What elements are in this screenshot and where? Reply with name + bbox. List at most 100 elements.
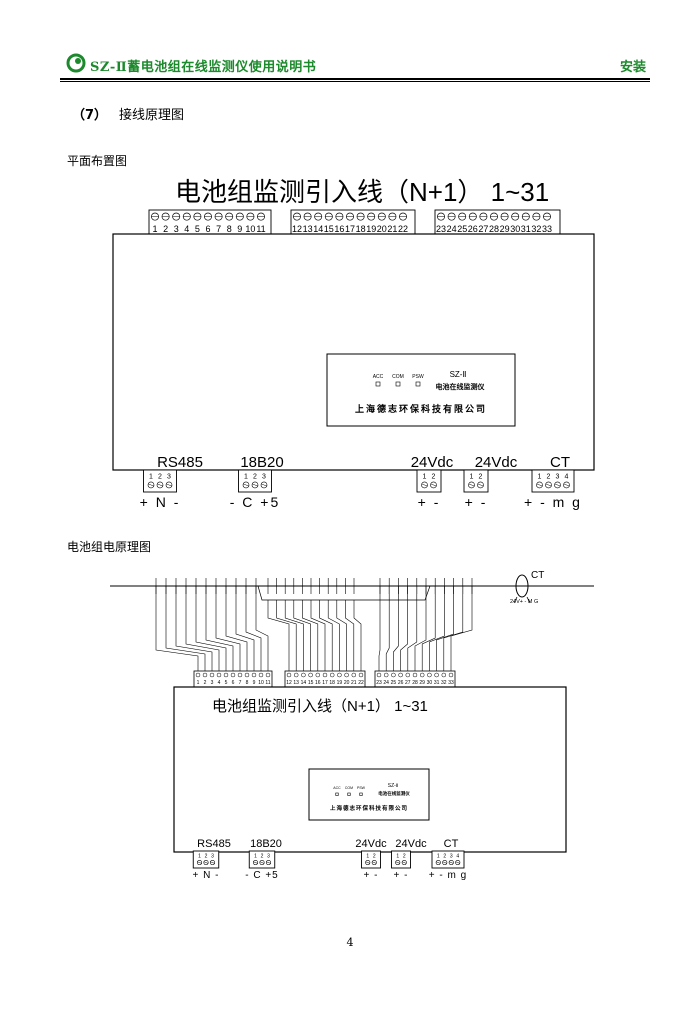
port-pin-number: 1 [198,853,201,859]
screw-slot [203,861,209,864]
schematic-terminal-screw-icon [216,672,222,678]
screw-slot [545,483,552,487]
port-pin-number: 3 [267,853,270,859]
port-pin-number: 3 [450,853,453,859]
sense-wire [245,586,262,671]
screw-slot [563,483,570,487]
port-signal-labels: + N - [193,870,220,881]
port-pin-number: 2 [373,853,376,859]
schematic-terminal-pin-number: 9 [253,680,256,686]
sense-wire [293,600,311,671]
port-pin-number: 1 [366,853,369,859]
sense-wires [155,578,473,671]
sense-wire [165,586,206,671]
terminal-pin-number: 30 [510,224,520,234]
port-label: 24Vdc [411,454,454,471]
port-pin-number: 2 [403,853,406,859]
sense-wire [225,586,248,671]
led-label: PSW [412,374,424,380]
sense-wire [327,600,340,671]
sense-wire [267,600,290,671]
schematic-terminal-screw-icon [434,672,439,678]
led-indicator-icon [335,792,339,796]
schematic-terminal-screw-icon [315,672,321,678]
header-rule [60,78,650,80]
terminal-pin-number: 12 [292,224,302,234]
terminal-pin-number: 10 [245,224,255,234]
port-pin-number: 4 [456,853,459,859]
port-pin-number: 2 [547,473,551,480]
terminal-pin-number: 11 [256,224,265,234]
device-name: 电池在线监测仪 [436,382,486,391]
port-pin-number: 2 [443,853,446,859]
company-name: 上海德志环保科技有限公司 [355,403,487,414]
schematic-terminal-screw-icon [258,672,264,678]
schematic-terminal-pin-number: 33 [448,680,454,686]
sense-wire [302,600,319,671]
schematic-terminal-screw-icon [383,672,389,678]
screw-slot [251,483,259,487]
port-pin-number: 1 [396,853,399,859]
middle-bus-connector [257,585,431,601]
schematic-terminal-screw-icon [391,672,396,678]
header-rule-thin [60,81,650,82]
terminal-pin-number: 6 [205,224,210,234]
terminal-pin-number: 22 [398,224,408,234]
layout-caption: 平面布置图 [67,154,128,168]
schematic-terminal-screw-icon [237,672,243,678]
schematic-terminal-pin-number: 8 [246,680,249,686]
schematic-caption: 电池组电原理图 [67,540,152,554]
sense-wire [255,586,269,671]
port-signal-labels: + - m g [429,870,467,881]
schematic-terminal-pin-number: 21 [351,680,357,686]
schematic-terminal-screw-icon [286,672,292,678]
schematic-terminal-pin-number: 29 [419,680,425,686]
schematic-terminal-pin-number: 27 [405,680,411,686]
page-header: SZ-Ⅱ蓄电池组在线监测仪使用说明书 安装 [60,48,650,82]
sense-wire [436,586,454,671]
sense-wire [400,586,408,671]
screw-slot [253,861,258,864]
device-box [112,233,595,471]
port-label: 18B20 [240,454,283,471]
screw-slot [455,861,461,864]
terminal-pin-number: 14 [313,224,323,234]
terminal-pin-number: 25 [457,224,467,234]
ct-wire-label: 24V+ - M G [510,599,538,605]
screw-slot [156,483,164,487]
screw-slot [266,861,271,864]
port-signal-labels: + - [394,870,409,881]
port-pin-number: 1 [437,853,440,859]
terminal-pin-number: 31 [521,224,531,234]
port-pin-number: 2 [253,473,257,480]
terminal-pin-number: 16 [334,224,344,234]
sense-wire [407,586,418,671]
sense-wire [235,586,255,671]
screw-slot [242,483,250,487]
port-pin-number: 3 [167,473,171,480]
port-signal-labels: + - [364,870,379,881]
sense-wire [310,600,326,671]
schematic-terminal-screw-icon [344,672,349,678]
port-pin-number: 2 [205,853,208,859]
screw-slot [421,483,428,487]
schematic-terminal-screw-icon [202,672,208,678]
screw-slot [147,483,155,487]
front-panel-frame [326,353,516,427]
schematic-device-name: 电池在线监测仪 [378,790,410,797]
schematic-terminal-screw-icon [337,672,342,678]
screw-slot [165,483,173,487]
screw-slot [554,483,561,487]
screw-slot [395,861,401,864]
port-pin-number: 3 [211,853,214,859]
port-label: CT [550,454,570,471]
led-label: ACC [333,786,341,790]
schematic-terminal-pin-number: 32 [441,680,447,686]
ct-sensor: CT 24V+ - M G [510,570,544,605]
schematic-terminal-pin-number: 1 [197,680,200,686]
schematic-terminal-pin-number: 22 [358,680,364,686]
port-signal-labels: - C +5 [230,494,281,510]
